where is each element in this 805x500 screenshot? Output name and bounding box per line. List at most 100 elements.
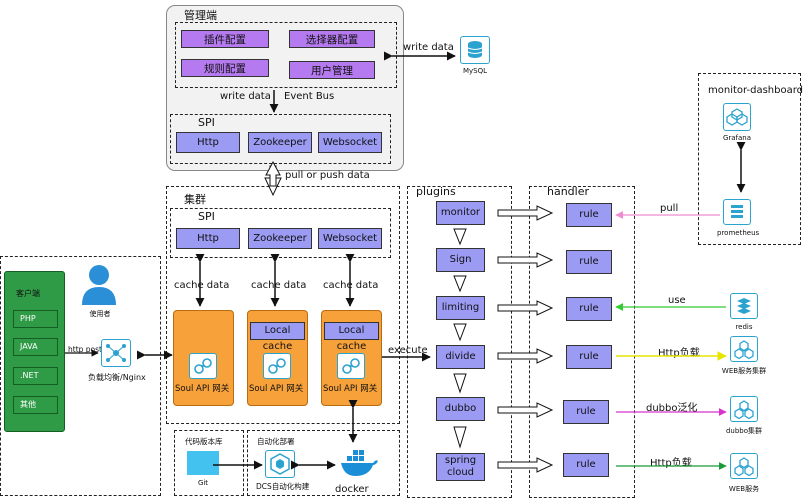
plugin-rule-arrow-6 (497, 457, 554, 473)
client-dotnet[interactable]: .NET (13, 367, 58, 385)
selector-config-button[interactable]: 选择器配置 (289, 30, 375, 48)
cluster-spi-websocket[interactable]: Websocket (318, 228, 382, 249)
web-cluster-label: WEB服务集群 (721, 367, 767, 375)
plugin-monitor[interactable]: monitor (436, 201, 485, 225)
plugin-sign[interactable]: Sign (436, 248, 485, 272)
client-php[interactable]: PHP (13, 310, 58, 328)
gateway-label-2: Soul API 网关 (249, 384, 304, 394)
git-box[interactable] (187, 451, 219, 475)
monitor-dashboard-title: monitor-dashboard (708, 85, 803, 96)
cluster-group (166, 186, 400, 424)
pull-or-push-label: pull or push data (285, 170, 370, 181)
plugin-rule-arrow-3 (497, 300, 554, 316)
plugin-rule-arrow-1 (497, 205, 554, 221)
cluster-spi-zookeeper[interactable]: Zookeeper (248, 228, 312, 249)
docker-label: docker (335, 484, 369, 495)
client-group (0, 256, 161, 496)
plugin-rule-arrow-2 (497, 252, 554, 268)
plugin-config-button[interactable]: 插件配置 (181, 30, 269, 48)
http-post-label: http post (68, 345, 102, 354)
prometheus-label: prometheus (717, 229, 760, 237)
cluster-spi-title: SPI (198, 210, 215, 223)
admin-spi-websocket[interactable]: Websocket (318, 132, 382, 153)
plugin-spring-cloud[interactable]: spring cloud (436, 453, 485, 481)
dubbo-generic-label: dubbo泛化 (646, 403, 698, 414)
handler-rule-4[interactable]: rule (566, 345, 612, 369)
user-icon (79, 262, 119, 306)
monitor-dashboard-group (698, 73, 801, 245)
plugins-title: plugins (416, 185, 456, 198)
load-balancer-icon (101, 339, 131, 367)
plugin-limiting[interactable]: limiting (436, 296, 485, 320)
cluster-admin-arrow-up (265, 160, 281, 187)
admin-spi-group (170, 114, 391, 164)
gateway-label-1: Soul API 网关 (175, 384, 230, 394)
http-lb2-label: Http负载 (650, 458, 692, 469)
web-cluster-icon (730, 336, 758, 362)
write-data-mysql-label: write data (403, 42, 454, 53)
admin-spi-zookeeper[interactable]: Zookeeper (248, 132, 312, 153)
plugin-rule-arrow-5 (497, 402, 554, 418)
dcs-build-label: DCS自动化构建 (256, 482, 310, 491)
chain-5 (453, 426, 467, 449)
cluster-title: 集群 (184, 193, 206, 206)
handler-group (529, 186, 635, 498)
web-service-icon (730, 453, 758, 479)
handler-rule-6[interactable]: rule (563, 453, 609, 477)
mysql-icon (460, 36, 490, 64)
prometheus-icon (723, 199, 751, 225)
handler-rule-5[interactable]: rule (563, 400, 609, 424)
http-lb-label: Http负载 (658, 348, 700, 359)
chain-4 (453, 373, 467, 394)
auto-deploy-title: 自动化部署 (257, 437, 295, 446)
handler-rule-1[interactable]: rule (566, 203, 612, 227)
plugin-rule-arrow-4 (497, 348, 554, 364)
soul-gateway-icon-3 (337, 353, 365, 379)
admin-spi-title: SPI (198, 116, 215, 129)
write-data-label: write data (220, 91, 271, 102)
mysql-label: MySQL (462, 67, 488, 75)
handler-rule-2[interactable]: rule (566, 250, 612, 274)
redis-icon (730, 293, 758, 319)
auto-deploy-group (247, 430, 400, 496)
cluster-spi-group (170, 208, 391, 258)
user-label: 使用者 (89, 310, 111, 318)
admin-spi-http[interactable]: Http (176, 132, 240, 153)
soul-gateway-icon-2 (263, 353, 291, 379)
dubbo-cluster-label: dubbo集群 (725, 427, 763, 435)
user-management-button[interactable]: 用户管理 (289, 61, 375, 79)
load-balancer-label: 负载均衡/Nginx (88, 373, 146, 382)
rule-config-button[interactable]: 规则配置 (181, 59, 269, 77)
gateway-label-3: Soul API 网关 (323, 384, 378, 394)
chain-1 (453, 228, 467, 246)
event-bus-label: Event Bus (284, 91, 335, 102)
admin-title: 管理端 (184, 9, 217, 22)
client-title: 客户端 (16, 289, 40, 298)
grafana-icon (723, 103, 751, 131)
client-other[interactable]: 其他 (13, 396, 58, 414)
plugin-dubbo[interactable]: dubbo (436, 397, 485, 421)
handler-rule-3[interactable]: rule (566, 297, 612, 321)
handler-title: handler (547, 185, 590, 198)
soul-gateway-icon-1 (189, 353, 217, 379)
web-service-label: WEB服务 (728, 485, 760, 493)
repo-group (174, 430, 244, 496)
cluster-spi-http[interactable]: Http (176, 228, 240, 249)
chain-3 (453, 323, 467, 342)
client-java[interactable]: JAVA (13, 338, 58, 356)
dubbo-cluster-icon (730, 396, 758, 422)
git-label: Git (197, 479, 209, 487)
local-cache-2: Local cache (250, 322, 305, 352)
chain-2 (453, 275, 467, 293)
pull-label: pull (660, 203, 679, 214)
grafana-label: Grafana (722, 134, 752, 142)
plugin-divide[interactable]: divide (436, 345, 485, 369)
dcs-build-icon (265, 450, 295, 478)
docker-icon (339, 447, 379, 479)
plugins-group (407, 186, 512, 498)
redis-label: redis (735, 323, 753, 331)
use-label: use (668, 295, 686, 306)
repo-title: 代码版本库 (185, 437, 223, 446)
local-cache-3: Local cache (324, 322, 379, 352)
